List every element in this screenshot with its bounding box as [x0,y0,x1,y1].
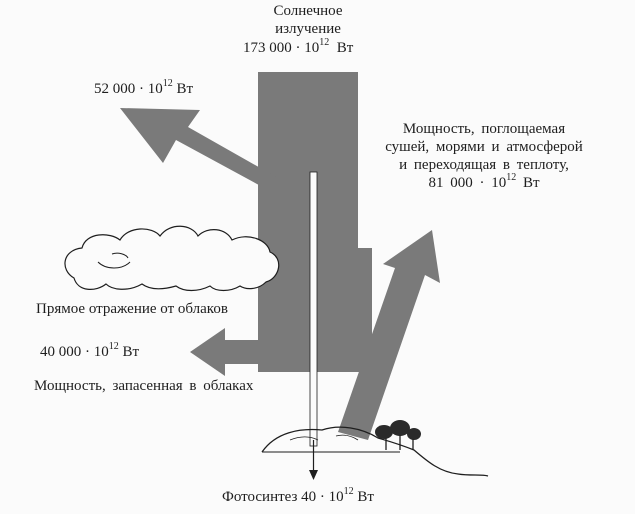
solar-value-exponent: 12 [319,37,330,48]
solar-radiation-title-line2: излучение [275,21,341,37]
reflected-value-mantissa: 52 000 · 10 [94,81,163,97]
reflected-value-exponent: 12 [162,78,173,89]
cloud-stored-value: 40 000 · 1012 Вт [40,341,140,361]
absorbed-line3: и переходящая в теплоту, [399,157,569,173]
photosynthesis-exponent: 12 [343,486,354,497]
solar-radiation-title: Солнечное излучение [238,2,378,38]
ground-texture [289,434,359,441]
trees-icon [375,420,421,450]
cloud-stored-mantissa: 40 000 · 10 [40,344,109,360]
photosynthesis-arrowhead [309,470,318,480]
absorbed-power-caption: Мощность, поглощаемая сушей, морями и ат… [363,120,605,192]
absorbed-value-mantissa: 81 000 · 10 [428,175,507,191]
reflected-value: 52 000 · 1012 Вт [94,78,194,98]
solar-value-unit: Вт [336,40,354,56]
solar-radiation-title-line1: Солнечное [273,3,343,19]
photosynthesis-beam [309,171,318,447]
cloud-stored-unit: Вт [122,344,140,360]
solar-radiation-value: 173 000 · 1012 Вт [243,37,354,57]
cloud-stored-caption: Мощность, запасенная в облаках [34,378,254,394]
solar-value-mantissa: 173 000 · 10 [243,40,320,56]
absorbed-line1: Мощность, поглощаемая [402,121,566,137]
photosynthesis-unit: Вт [357,489,374,505]
absorbed-value-exponent: 12 [506,172,517,183]
reflected-to-space-arrow [120,108,278,190]
cloud-detail [97,252,131,269]
absorbed-line2: сушей, морями и атмосферой [385,139,583,155]
reflected-value-unit: Вт [176,81,194,97]
cloud-reflection-caption: Прямое отражение от облаков [36,301,228,317]
absorbed-power-arrow [338,230,440,440]
photosynthesis-caption: Фотосинтез 40 · 1012 Вт [222,486,374,506]
photosynthesis-text: Фотосинтез 40 · 10 [222,489,344,505]
absorbed-value-unit: Вт [522,175,540,191]
cloud-stored-arrow [190,328,305,376]
cloud-stored-exponent: 12 [108,341,119,352]
ground-hill [261,426,489,477]
cloud-shape [64,225,280,292]
absorbed-value: 81 000 · 1012 Вт [363,172,605,192]
